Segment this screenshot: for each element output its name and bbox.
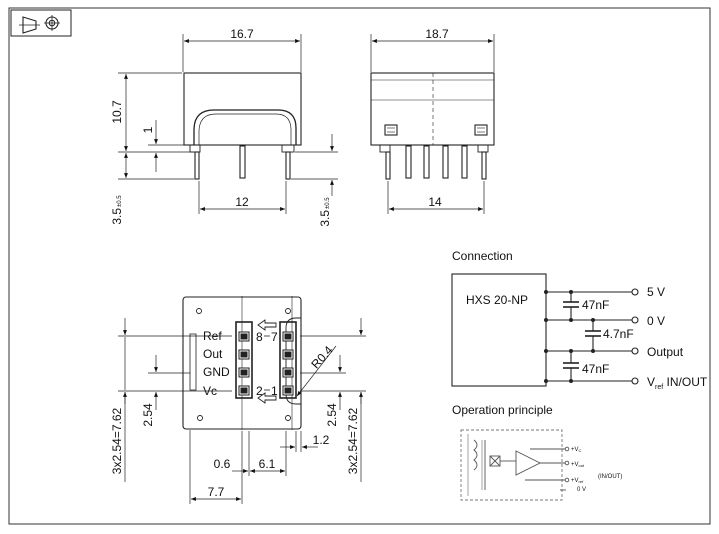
- footprint-view: [182, 296, 302, 430]
- dim-span-right: 3x2.54=7.62: [346, 407, 360, 474]
- dim-pin-length-right: 3.5±0.5: [318, 197, 332, 227]
- op-vref-label: +Vref: [571, 478, 584, 484]
- terminal-vref: Vref IN/OUT: [647, 375, 708, 391]
- dim-offset-6-1: 6.1: [259, 457, 276, 471]
- cap-47nf-top: 47nF: [582, 298, 609, 312]
- dim-side-pin-span: 14: [428, 195, 442, 209]
- pin-label-gnd: GND: [203, 365, 230, 379]
- projection-symbol-icon: [10, 9, 72, 37]
- side-view: [370, 72, 495, 180]
- dim-front-width: 16.7: [230, 27, 254, 41]
- terminal-0v: 0 V: [647, 314, 665, 328]
- op-vc-label: +VC: [571, 447, 582, 453]
- pin-number-8: 8: [256, 330, 263, 344]
- footprint-pins: [238, 331, 294, 396]
- operation-schematic: [460, 429, 570, 501]
- connection-title: Connection: [452, 249, 513, 263]
- dim-height: 10.7: [110, 100, 124, 124]
- dim-front-pin-span: 12: [235, 195, 249, 209]
- orientation-arrow-icons: [257, 319, 277, 404]
- dim-offset-7-7: 7.7: [208, 485, 225, 499]
- dim-pin-length-left: 3.5±0.5: [110, 195, 124, 225]
- cap-4-7nf: 4.7nF: [603, 327, 634, 341]
- front-dimension-lines: [118, 34, 338, 214]
- front-view: [183, 72, 302, 180]
- pin-number-1: 1: [271, 384, 278, 398]
- operation-title: Operation principle: [452, 403, 553, 417]
- pin-number-7: 7: [271, 330, 278, 344]
- dim-pitch-left: 2.54: [141, 403, 155, 427]
- cap-47nf-bottom: 47nF: [582, 362, 609, 376]
- dim-offset-0-6: 0.6: [214, 457, 231, 471]
- device-label: HXS 20-NP: [466, 293, 528, 307]
- junction-dots: [544, 290, 595, 383]
- dim-pitch-right: 2.54: [325, 403, 339, 427]
- side-dimension-lines: [370, 34, 495, 214]
- op-zero-label: 0 V: [577, 487, 586, 493]
- pin-number-2: 2: [256, 384, 263, 398]
- terminal-5v: 5 V: [647, 285, 665, 299]
- drawing-frame: [8, 7, 711, 525]
- dim-side-width: 18.7: [425, 27, 449, 41]
- footprint-dimension-lines: [118, 318, 366, 504]
- dim-span-left: 3x2.54=7.62: [110, 407, 124, 474]
- dim-standoff: 1: [141, 126, 155, 133]
- dim-radius: R0.4: [308, 343, 336, 371]
- terminal-output: Output: [647, 345, 684, 359]
- dim-offset-1-2: 1.2: [313, 433, 330, 447]
- pin-label-out: Out: [203, 347, 223, 361]
- op-vout-label: +Vout: [571, 462, 585, 468]
- op-vref-note: (IN/OUT): [598, 474, 622, 480]
